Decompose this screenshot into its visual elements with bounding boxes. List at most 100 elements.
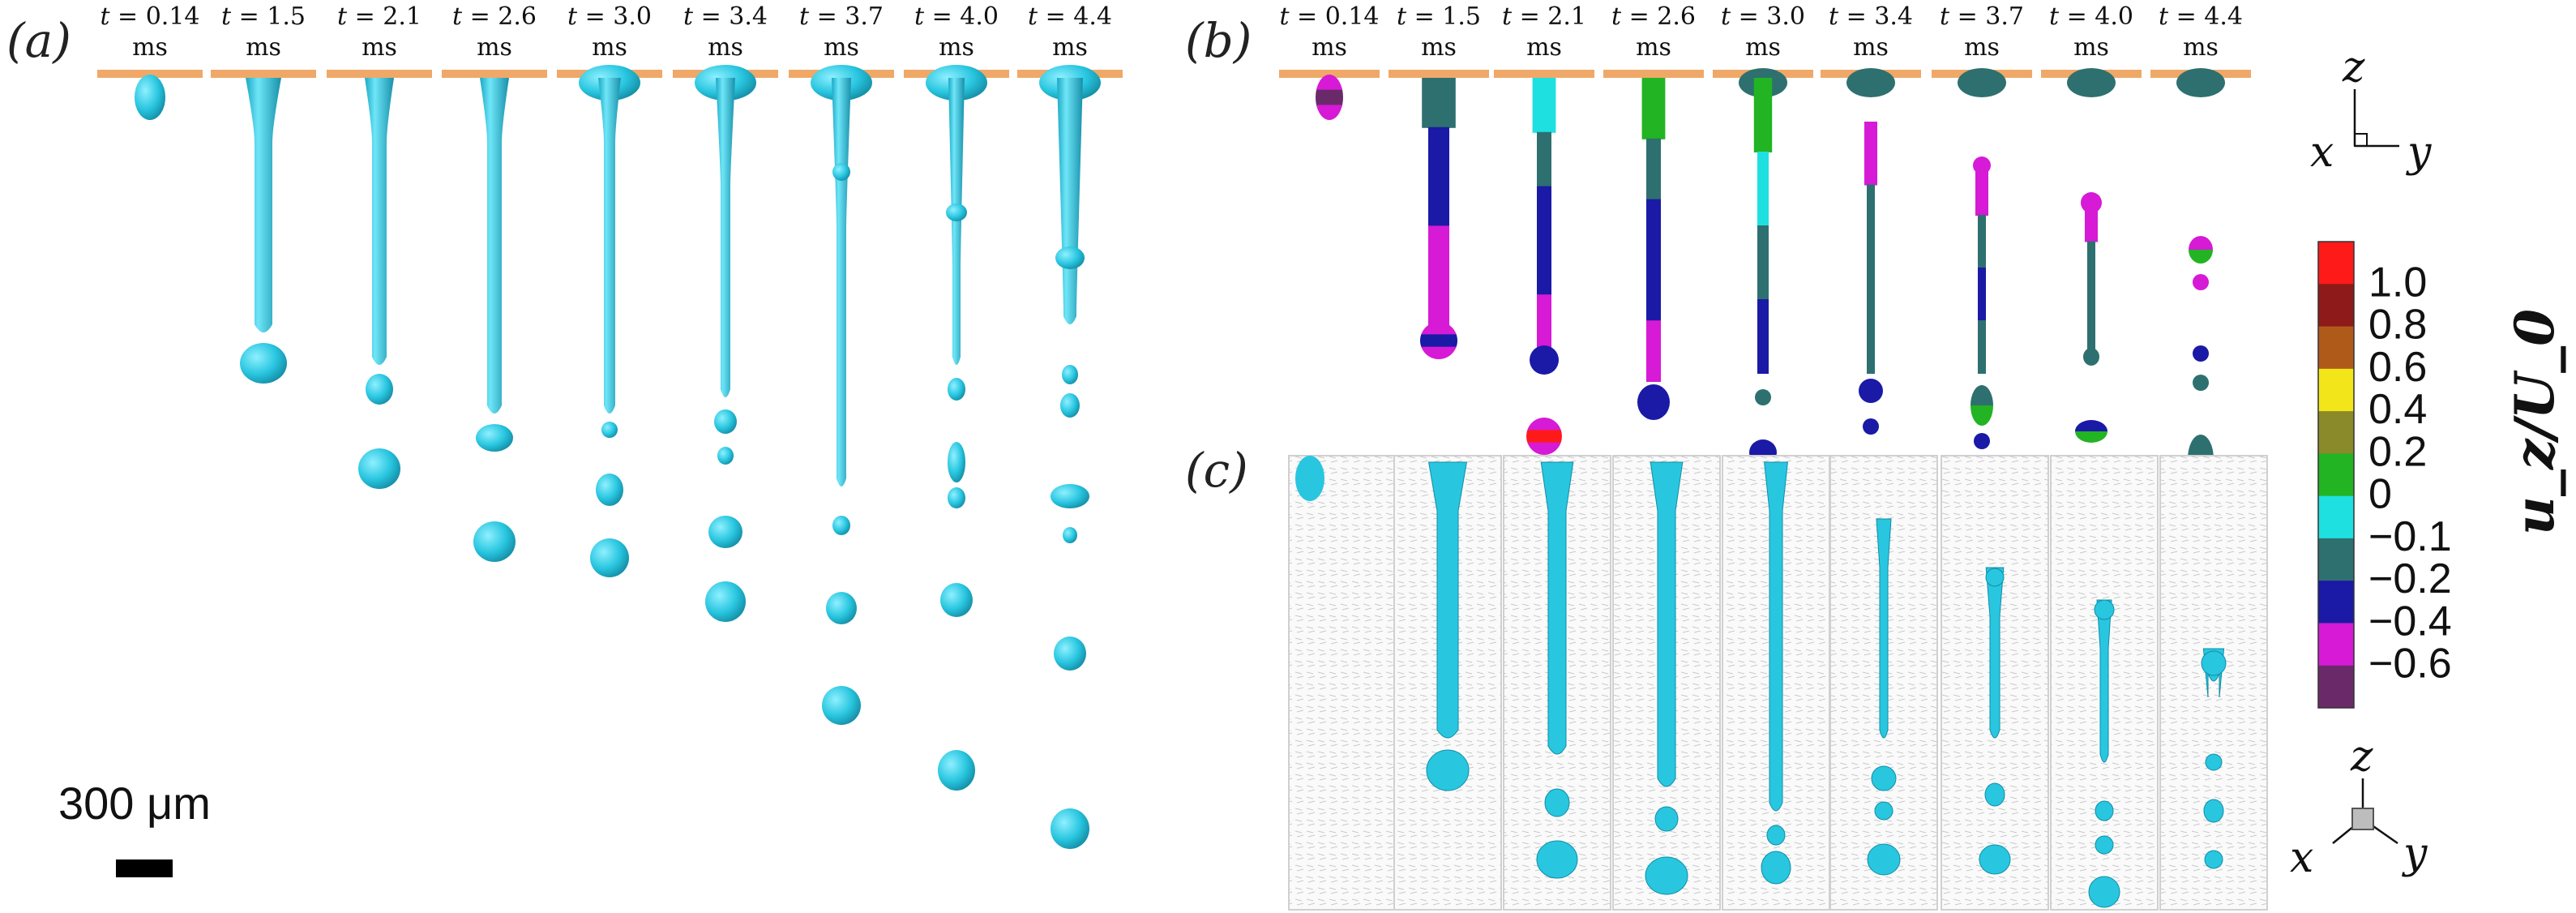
colorbar-tick-label: 0.4	[2368, 386, 2427, 433]
colorbar-swatch	[2318, 623, 2354, 667]
jet-band	[2087, 241, 2095, 281]
jet-band	[1978, 215, 1986, 268]
satellite-droplet	[1063, 527, 1077, 543]
colored-droplet	[2083, 348, 2099, 366]
satellite-droplet	[948, 487, 965, 508]
nozzle-plate	[442, 70, 547, 78]
satellite-droplet	[717, 447, 734, 465]
colorbar-tick-label: −0.6	[2368, 641, 2452, 688]
time-label: t = 1.5	[1397, 2, 1481, 31]
satellite-droplet	[476, 424, 513, 452]
time-label: t = 2.6	[452, 2, 537, 31]
colorbar-tick-label: −0.2	[2368, 555, 2452, 602]
jet-band	[1422, 78, 1456, 128]
nozzle-plate	[327, 70, 432, 78]
droplet-section	[2201, 650, 2227, 676]
colorbar-tick-label: 0.6	[2368, 344, 2427, 391]
colored-droplet	[1420, 322, 1457, 359]
satellite-droplet	[940, 583, 973, 617]
time-unit-label: ms	[362, 33, 397, 62]
time-label: t = 4.4	[2159, 2, 2243, 31]
satellite-droplet	[1051, 484, 1089, 508]
axis-x-label: x	[2310, 128, 2334, 177]
liquid-jet	[598, 78, 621, 414]
nozzle-meniscus	[1958, 68, 2006, 97]
colored-droplet	[1973, 156, 1991, 174]
satellite-droplet	[1060, 393, 1080, 418]
droplet-section	[1979, 844, 2011, 875]
droplet-section	[1761, 851, 1791, 885]
liquid-jet	[1057, 78, 1083, 324]
liquid-jet-section	[1428, 461, 1467, 739]
jet-band	[1864, 122, 1877, 186]
droplet-section	[1985, 568, 2005, 587]
jet-band	[1867, 184, 1875, 248]
colorbar-tick-label: 1.0	[2368, 259, 2427, 306]
colorbar-swatch	[2318, 411, 2354, 454]
jet-band	[1757, 152, 1769, 226]
time-unit-label: ms	[2183, 33, 2219, 62]
jet-band	[1646, 259, 1661, 322]
nozzle-meniscus	[1846, 68, 1895, 97]
time-label: t = 4.0	[2049, 2, 2133, 31]
time-label: t = 3.7	[1940, 2, 2024, 31]
satellite-droplet	[601, 422, 618, 438]
droplet-section	[2094, 599, 2115, 620]
jet-band	[2087, 280, 2095, 319]
colored-droplet	[1974, 433, 1990, 449]
jet-band	[1537, 240, 1551, 296]
axis-triad-top: z x y	[2310, 43, 2432, 177]
jet-band	[1646, 199, 1661, 261]
time-label: t = 3.4	[1829, 2, 1913, 31]
time-label: t = 1.5	[221, 2, 306, 31]
axis-triad-bottom: z x y	[2290, 732, 2428, 882]
time-unit-label: ms	[1052, 33, 1088, 62]
jet-band	[1537, 131, 1551, 187]
panel-label-c: (c)	[1185, 443, 1248, 498]
panel-b-velocity-colored-jets	[1316, 68, 2225, 488]
liquid-jet-section	[2096, 599, 2112, 763]
satellite-droplet	[596, 474, 623, 506]
colored-droplet	[2075, 420, 2107, 443]
satellite-droplet	[948, 378, 965, 401]
droplet-section	[2088, 876, 2120, 908]
jet-band	[1537, 186, 1551, 242]
satellite-droplet	[938, 750, 975, 791]
axis-y-label-3d: y	[2402, 829, 2428, 878]
jet-band	[1753, 78, 1773, 152]
jet-band	[1978, 320, 1986, 374]
time-unit-label: ms	[939, 33, 974, 62]
jet-band	[1867, 310, 1875, 374]
time-label: t = 0.14	[100, 2, 199, 31]
time-unit-label: ms	[1964, 33, 2000, 62]
nozzle-plate	[1279, 70, 1380, 78]
time-label: t = 3.4	[683, 2, 768, 31]
colorbar-swatch	[2318, 581, 2354, 624]
time-label: t = 2.1	[1502, 2, 1586, 31]
satellite-droplet	[822, 686, 861, 725]
jet-band	[1641, 78, 1666, 139]
liquid-jet-section	[1876, 518, 1892, 739]
satellite-droplet	[473, 521, 516, 562]
colorbar-swatch	[2318, 326, 2354, 370]
droplet-section	[1426, 749, 1470, 791]
axis-x-label-3d: x	[2290, 834, 2313, 882]
colored-droplet	[2189, 236, 2213, 264]
time-unit-label: ms	[1853, 33, 1889, 62]
colorbar-tick-label: 0.2	[2368, 428, 2427, 475]
colored-droplet	[1637, 384, 1670, 420]
droplet-section	[1874, 801, 1893, 821]
time-label: t = 4.0	[914, 2, 999, 31]
liquid-jet-section	[1650, 461, 1684, 787]
satellite-droplet	[1062, 365, 1078, 384]
colored-droplet	[1863, 418, 1879, 435]
droplet-section	[2095, 800, 2114, 821]
nozzle-plate	[1603, 70, 1704, 78]
jet-bulb	[135, 75, 165, 120]
time-label: t = 3.0	[1721, 2, 1805, 31]
colorbar-tick-label: 0	[2368, 471, 2392, 518]
droplet-section	[1867, 843, 1901, 876]
droplet-section	[2205, 753, 2223, 771]
nozzle-plates	[97, 70, 2251, 78]
